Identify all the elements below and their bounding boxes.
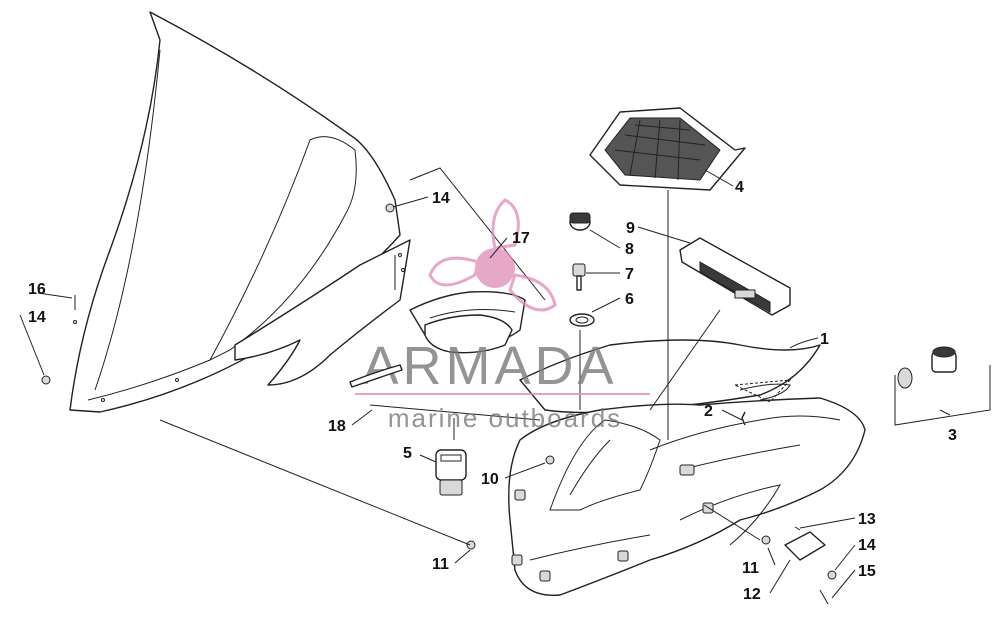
watermark-brand: ARMADA	[362, 336, 617, 396]
power-socket-part	[897, 346, 957, 389]
callout-14-left: 14	[28, 309, 46, 326]
callout-6: 6	[625, 291, 634, 308]
callout-10: 10	[481, 471, 499, 488]
callout-15: 15	[858, 563, 876, 580]
switch-housing-part	[679, 237, 791, 316]
callout-11-left: 11	[432, 556, 449, 573]
cap-part	[569, 212, 591, 231]
callout-13: 13	[858, 511, 876, 528]
callout-5: 5	[403, 445, 412, 462]
bracket-part	[784, 531, 826, 561]
callout-16: 16	[28, 281, 46, 298]
watermark-tagline: marine outboards	[388, 403, 622, 433]
ignition-switch-part	[435, 449, 467, 496]
callout-11-right: 11	[742, 560, 759, 577]
key-part	[572, 263, 586, 291]
nut-part	[569, 313, 595, 327]
callout-7: 7	[625, 266, 634, 283]
deflector-panel-part	[234, 239, 411, 386]
callout-1: 1	[820, 331, 829, 348]
callout-9: 9	[626, 220, 635, 237]
hood-part	[508, 339, 866, 596]
callout-18: 18	[328, 418, 346, 435]
callout-14-top: 14	[432, 190, 450, 207]
watermark-logo	[428, 198, 557, 312]
leader-lines	[19, 190, 991, 546]
headlight-bracket-part	[409, 167, 546, 354]
strap-part	[349, 364, 403, 388]
callout-14-right: 14	[858, 537, 876, 554]
callout-3: 3	[948, 427, 957, 444]
callout-8: 8	[625, 241, 634, 258]
decal-outline	[733, 379, 792, 403]
hardware-parts	[41, 203, 837, 605]
callout-17: 17	[512, 230, 530, 247]
callout-leaders	[37, 169, 951, 599]
callout-4: 4	[735, 179, 744, 196]
windshield-part	[69, 11, 401, 413]
storage-net-part	[589, 107, 746, 191]
callout-12: 12	[743, 586, 761, 603]
callout-2: 2	[704, 403, 713, 420]
